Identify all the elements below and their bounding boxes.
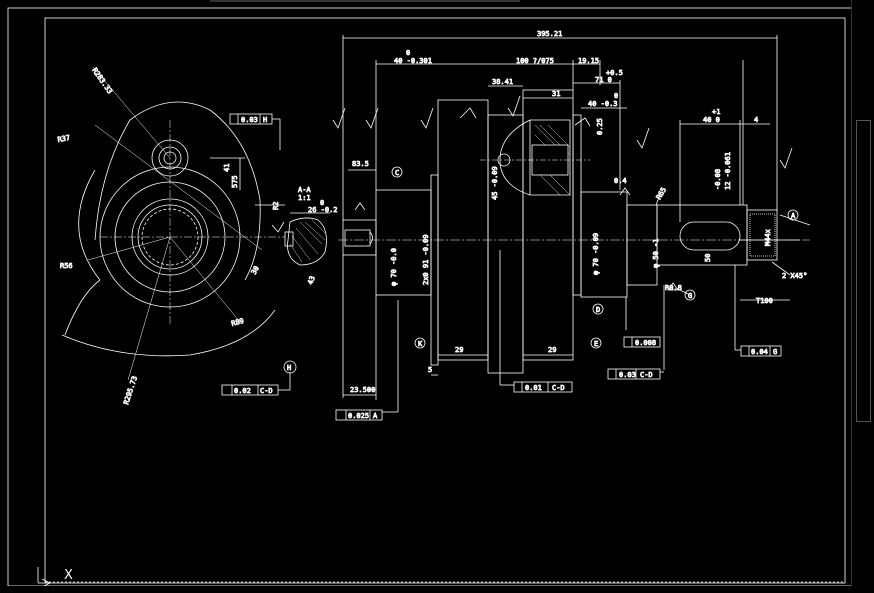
dim-38: 38.41 bbox=[492, 78, 513, 86]
datum-k: K bbox=[418, 340, 423, 348]
side-view bbox=[61, 66, 285, 381]
tolerance-frame-5 bbox=[623, 336, 661, 348]
datum-a: A bbox=[791, 212, 796, 220]
tol7-ref: C-D bbox=[640, 371, 653, 379]
datum-k-circle bbox=[414, 337, 426, 349]
dim-40c: 0 bbox=[614, 92, 618, 100]
datum-c-circle bbox=[391, 166, 403, 178]
tolerance-frame-6 bbox=[735, 345, 782, 357]
label-r56: R56 bbox=[60, 262, 73, 270]
tol5-value: 0.008 bbox=[635, 339, 656, 347]
dim-05: +0.5 bbox=[606, 69, 623, 77]
tol1-value: 0.03 bbox=[241, 116, 258, 124]
label-30: 30 bbox=[250, 265, 261, 276]
vert-phi70b: φ 70 -0.09 bbox=[592, 233, 600, 275]
dim-83: 83.5 bbox=[352, 160, 369, 168]
tolerance-frame-3 bbox=[335, 409, 398, 421]
dim-29b: 29 bbox=[548, 346, 556, 354]
dim-29a: 29 bbox=[455, 346, 463, 354]
label-t100: T100 bbox=[756, 297, 773, 305]
label-575: 575 bbox=[231, 175, 239, 188]
datum-c: C bbox=[395, 169, 399, 177]
datum-d: D bbox=[596, 306, 600, 314]
label-43-left: 43 bbox=[306, 275, 316, 286]
label-dim26b: 0 bbox=[320, 199, 324, 207]
datum-a-circle bbox=[787, 209, 799, 221]
vert-45: 45 -0.09 bbox=[491, 166, 499, 200]
datum-e-circle bbox=[590, 337, 602, 349]
front-view bbox=[338, 35, 811, 412]
label-r283: R283.33 bbox=[90, 67, 113, 96]
vert-50: 50 bbox=[704, 254, 712, 262]
label-r2: R2 bbox=[272, 202, 280, 210]
section-a-a bbox=[284, 212, 330, 266]
tol4-ref: C-D bbox=[552, 384, 565, 392]
sheet-border-inner bbox=[44, 17, 846, 584]
dim-overall: 395.21 bbox=[537, 30, 562, 38]
roughness-marks bbox=[332, 95, 793, 169]
tol4-value: 0.01 bbox=[525, 384, 542, 392]
tolerance-frame-2 bbox=[221, 360, 297, 396]
vert-phi50: φ 50 -1 bbox=[652, 238, 660, 268]
label-aa-scale: 1:1 bbox=[298, 194, 311, 202]
tol3-value: 0.025 bbox=[348, 412, 369, 420]
label-r37: R37 bbox=[57, 134, 71, 144]
datum-h: H bbox=[287, 364, 291, 372]
tol6-ref: G bbox=[773, 348, 777, 356]
vert-d008: -0.08 bbox=[714, 169, 722, 190]
label-r295: R295.73 bbox=[122, 375, 139, 406]
label-r65: R65 bbox=[655, 186, 668, 201]
dim-5: 5 bbox=[428, 366, 432, 374]
dim-100: 100 ?/075 bbox=[516, 57, 554, 65]
datum-g-circle bbox=[684, 289, 696, 301]
ucs-x-label: X bbox=[64, 568, 73, 583]
datum-d-circle bbox=[592, 303, 604, 315]
vert-2x91: 2x0 91 -0.09 bbox=[422, 234, 430, 285]
dim-19: 19.15 bbox=[578, 57, 599, 65]
vert-phi70: φ 70 -0.0 bbox=[390, 248, 398, 286]
label-04: 0.4 bbox=[614, 177, 627, 185]
tol6-value: 0.04 bbox=[751, 348, 768, 356]
tolerance-frame-4 bbox=[500, 381, 573, 393]
tol2-ref: C-D bbox=[260, 387, 273, 395]
vert-d12: 12 -0.061 bbox=[724, 152, 732, 190]
label-r89: R89 bbox=[230, 317, 244, 328]
tol3-ref: A bbox=[373, 412, 378, 420]
label-aa: A-A bbox=[298, 186, 311, 194]
dim-40d: 40 -0.3 bbox=[588, 100, 618, 108]
tol1-ref: H bbox=[263, 116, 267, 124]
dim-31: 31 bbox=[552, 90, 560, 98]
label-r08: R0.8 bbox=[665, 284, 682, 292]
tolerance-frame-7 bbox=[607, 368, 664, 380]
tol7-value: 0.03 bbox=[619, 371, 636, 379]
dim-40-top: 0 bbox=[406, 49, 410, 57]
dim-40e: +1 bbox=[712, 108, 720, 116]
label-dim26: 26 -0.2 bbox=[308, 206, 338, 214]
dim-40f: 40 0 bbox=[703, 116, 720, 124]
dim-4: 4 bbox=[754, 116, 758, 124]
dim-23: 23.500 bbox=[350, 386, 375, 394]
tol2-value: 0.02 bbox=[234, 387, 251, 395]
ucs-icon: X bbox=[34, 565, 84, 588]
tolerance-frame-1 bbox=[229, 113, 281, 150]
datum-g: G bbox=[688, 292, 692, 300]
datum-e: E bbox=[594, 340, 598, 348]
scrollbar-thumb[interactable] bbox=[856, 120, 871, 422]
vertical-scrollbar[interactable] bbox=[851, 0, 874, 593]
command-strip bbox=[0, 586, 852, 593]
dim-71: 71 0 bbox=[595, 76, 612, 84]
label-chamfer: 2 X45° bbox=[782, 272, 807, 280]
label-41: 41 bbox=[223, 164, 231, 172]
dim-025: 0.25 bbox=[596, 118, 604, 135]
vert-m44: M44x bbox=[764, 229, 772, 246]
dim-40-bot: 40 -0.301 bbox=[394, 57, 432, 65]
